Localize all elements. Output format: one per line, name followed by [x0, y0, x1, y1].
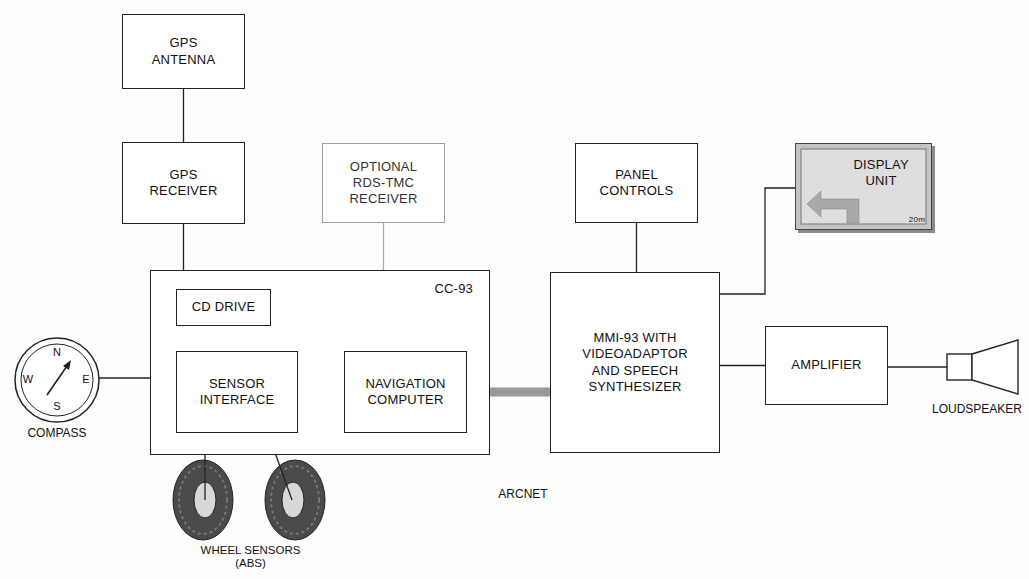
drive-box: CD DRIVE: [176, 289, 271, 326]
speaker-wire: [888, 366, 947, 367]
compass: [15, 338, 99, 422]
connector-line: [720, 365, 765, 366]
box-label: DISPLAY UNIT: [853, 157, 908, 190]
amplifier-box: AMPLIFIER: [765, 326, 888, 405]
wheel-tyre: [173, 460, 233, 540]
box-label: OPTIONAL RDS-TMC RECEIVER: [346, 159, 422, 208]
wheel-tread: [271, 466, 319, 534]
unit-housing: CC-93 CD DRIVE SENSOR INTERFACE NAVIGATION …: [150, 270, 490, 455]
speaker-magnet: [947, 354, 972, 380]
connector-line: [636, 223, 637, 272]
wheel-tyre: [265, 460, 325, 540]
loudspeaker: [947, 340, 1018, 394]
compass-ring: [15, 338, 99, 422]
mmi-box: MMI-93 WITH VIDEOADAPTOR AND SPEECH SYNT…: [550, 272, 720, 453]
computer-box: NAVIGATION COMPUTER: [344, 351, 467, 433]
connector-line: [720, 188, 795, 294]
compass-point: N: [47, 346, 67, 359]
display-unit: DISPLAY UNIT 20m: [795, 143, 935, 233]
connector-line: [183, 224, 184, 270]
box-label: MMI-93 WITH VIDEOADAPTOR AND SPEECH SYNT…: [582, 330, 687, 395]
box-label: CD DRIVE: [192, 299, 256, 315]
antenna-box: GPS ANTENNA: [122, 14, 245, 89]
connector-line: [383, 223, 384, 270]
box-label: CC-93: [434, 281, 473, 297]
box-label: GPS RECEIVER: [149, 167, 217, 200]
part-name: LOUDSPEAKER: [930, 403, 1024, 417]
compass-face: [21, 344, 93, 416]
compass-needle-head: [63, 360, 71, 370]
box-label: 20m: [909, 215, 925, 225]
connector-line: [183, 89, 184, 142]
wheel-tread: [179, 466, 227, 534]
compass-point: S: [47, 400, 67, 413]
wheel-hub: [282, 482, 304, 518]
compass-point: E: [80, 373, 92, 386]
bus-name: ARCNET: [488, 488, 558, 502]
interface-box: SENSOR INTERFACE: [176, 351, 298, 433]
compass-point: W: [22, 373, 34, 386]
part-name: WHEEL SENSORS (ABS): [188, 544, 313, 570]
receiver-box: GPS RECEIVER: [122, 142, 245, 224]
part-name: COMPASS: [12, 427, 102, 441]
box-label: SENSOR INTERFACE: [200, 376, 275, 409]
box-label: GPS ANTENNA: [152, 35, 216, 68]
box-label: NAVIGATION COMPUTER: [365, 376, 445, 409]
speaker-cone: [972, 340, 1018, 394]
optional-receiver-box: OPTIONAL RDS-TMC RECEIVER: [322, 143, 445, 223]
controls-box: PANEL CONTROLS: [575, 143, 698, 223]
box-label: PANEL CONTROLS: [600, 167, 674, 200]
box-label: AMPLIFIER: [791, 357, 861, 373]
compass-needle: [47, 366, 67, 395]
